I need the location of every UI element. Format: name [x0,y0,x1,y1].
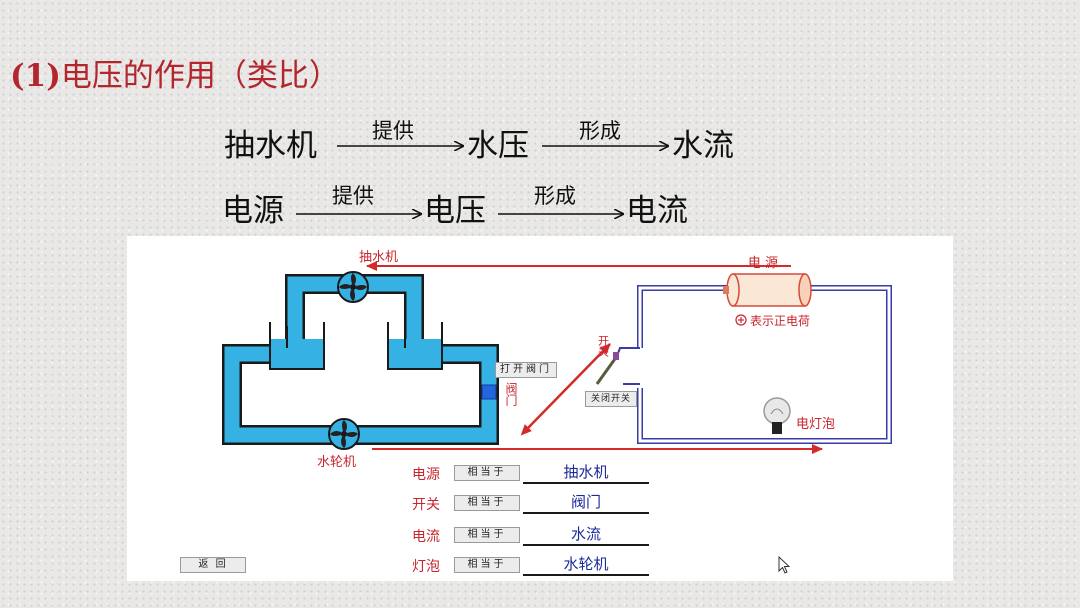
title-text: 电压的作用（类比） [60,58,340,94]
equiv-button-3[interactable]: 相当于 [454,527,520,543]
compare-left-2: 开关 [412,497,440,513]
page-title: (1)电压的作用（类比） [10,50,340,95]
label-bulb: 电灯泡 [796,417,835,432]
analogy-chains: 抽水机 提供 水压 形成 水流 电源 提供 电压 形成 电流 [222,119,734,229]
chain1-flow: 水流 [672,128,734,164]
chain1-form: 形成 [579,119,621,143]
compare-right-4: 水轮机 [523,554,649,576]
chain2-provide: 提供 [332,184,374,208]
compare-right-1: 抽水机 [523,462,649,484]
equiv-button-4[interactable]: 相当于 [454,557,520,573]
valve-block [481,384,497,400]
label-pump: 抽水机 [359,250,398,265]
bulb-icon [763,397,791,434]
compare-left-4: 灯泡 [412,559,440,575]
label-turbine: 水轮机 [317,455,356,470]
equiv-button-1[interactable]: 相当于 [454,465,520,481]
compare-left-1: 电源 [412,467,440,483]
label-switch: 开关 [597,335,610,358]
arrow-valve-switch [520,343,611,436]
label-power: 电 源 [748,256,778,271]
electric-circuit [595,273,892,444]
water-circuit-diagram: 抽水机 电 源 表示正电荷 水轮机 电灯泡 开关 阀门 [222,250,892,470]
compare-right-2: 阀门 [523,492,649,514]
chain2-source: 电源 [222,193,284,229]
close-switch-button[interactable]: 关闭开关 [585,391,637,407]
title-number: (1) [10,58,61,94]
compare-left-3: 电流 [412,529,440,545]
pump-fan-icon [337,271,369,303]
chain1-pump: 抽水机 [224,128,317,164]
chain2-current: 电流 [626,193,688,229]
chain1-provide: 提供 [372,119,414,143]
water-system [222,271,499,450]
flash-panel: 抽水机 电 源 表示正电荷 水轮机 电灯泡 开关 阀门 打开阀门 关闭开关 返 … [127,236,953,581]
battery-cylinder [723,273,812,307]
chain1-pressure: 水压 [467,128,529,164]
chain2-voltage: 电压 [424,193,486,229]
turbine-fan-icon [328,418,360,450]
mouse-pointer-icon [778,556,791,574]
chain2-form: 形成 [534,184,576,208]
compare-right-3: 水流 [523,524,649,546]
open-valve-button[interactable]: 打开阀门 [495,362,557,378]
label-positive-charge: 表示正电荷 [750,314,810,328]
equiv-button-2[interactable]: 相当于 [454,495,520,511]
back-button[interactable]: 返 回 [180,557,246,573]
positive-charge-icon [735,314,747,326]
label-valve: 阀门 [504,382,518,406]
